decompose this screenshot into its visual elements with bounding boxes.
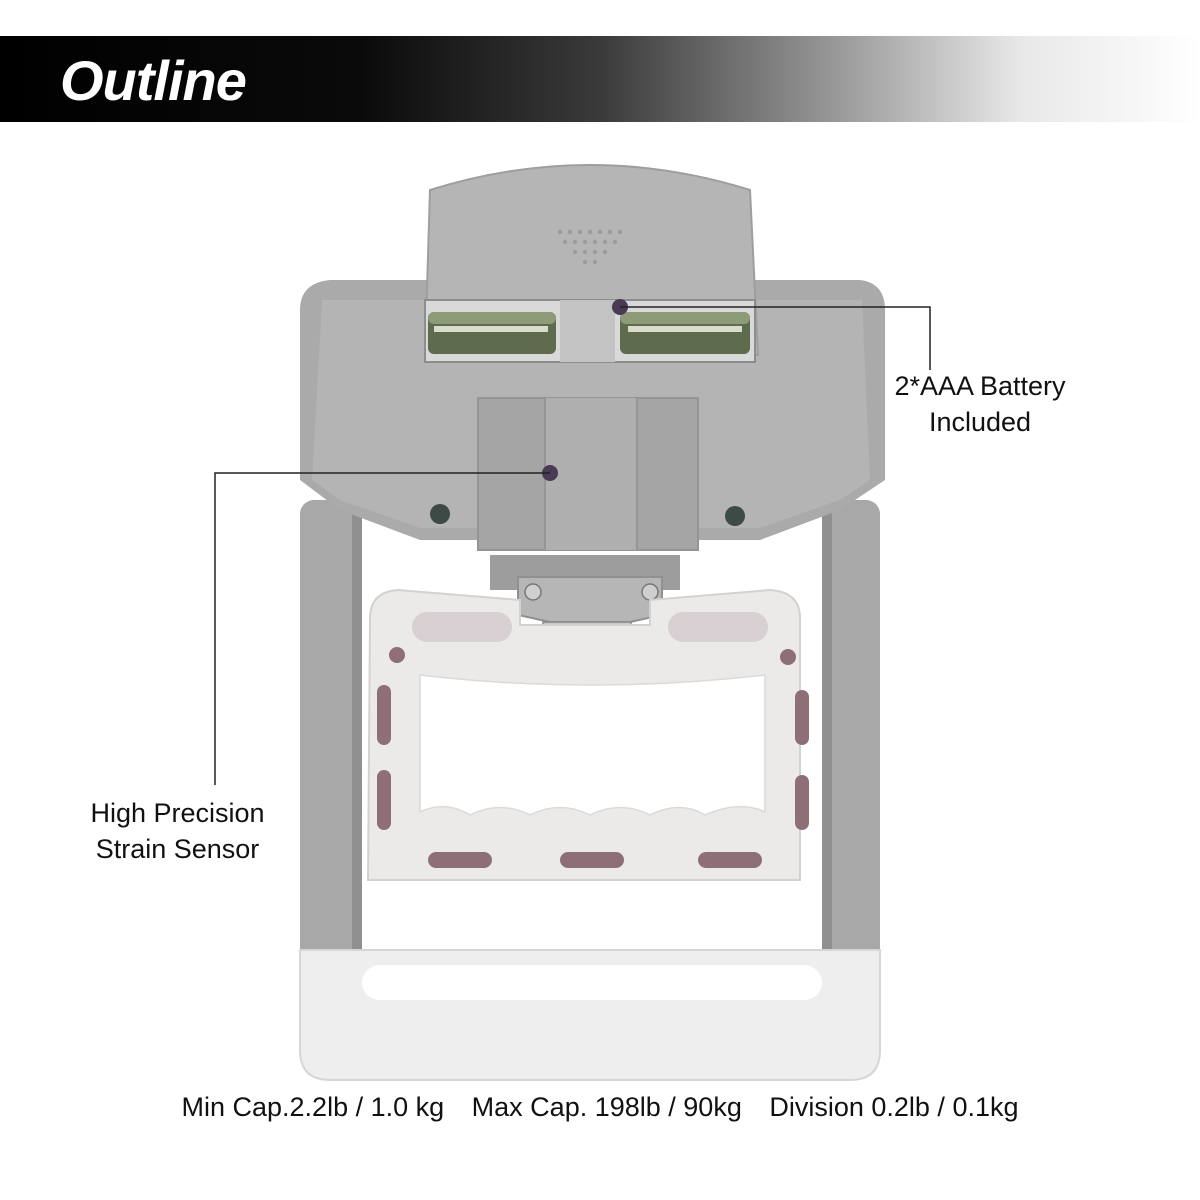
grip-opening — [419, 674, 766, 816]
screw-right — [725, 506, 745, 526]
battery-callout: 2*AAA Battery Included — [870, 368, 1090, 440]
specs-row: Min Cap.2.2lb / 1.0 kg Max Cap. 198lb / … — [0, 1092, 1200, 1123]
battery-callout-line2: Included — [928, 407, 1032, 437]
sensor-callout: High Precision Strain Sensor — [70, 795, 285, 867]
spec-max-cap: Max Cap. 198lb / 90kg — [471, 1092, 742, 1122]
battery-callout-line — [620, 306, 931, 370]
battery-callout-line1: 2*AAA Battery — [894, 371, 1066, 401]
mount-screw-right — [641, 583, 659, 601]
sensor-callout-line — [214, 472, 550, 785]
left-rail — [300, 500, 362, 970]
screw-left — [430, 504, 450, 524]
header-banner: Outline — [0, 36, 1200, 122]
sensor-callout-line1: High Precision — [90, 798, 265, 828]
spec-min-cap: Min Cap.2.2lb / 1.0 kg — [181, 1092, 445, 1122]
right-rail — [822, 500, 880, 970]
sensor-callout-line2: Strain Sensor — [95, 834, 260, 864]
mount-plate — [517, 576, 663, 623]
spec-division: Division 0.2lb / 0.1kg — [769, 1092, 1019, 1122]
banner-title: Outline — [60, 49, 247, 112]
mount-screw-left — [524, 583, 542, 601]
